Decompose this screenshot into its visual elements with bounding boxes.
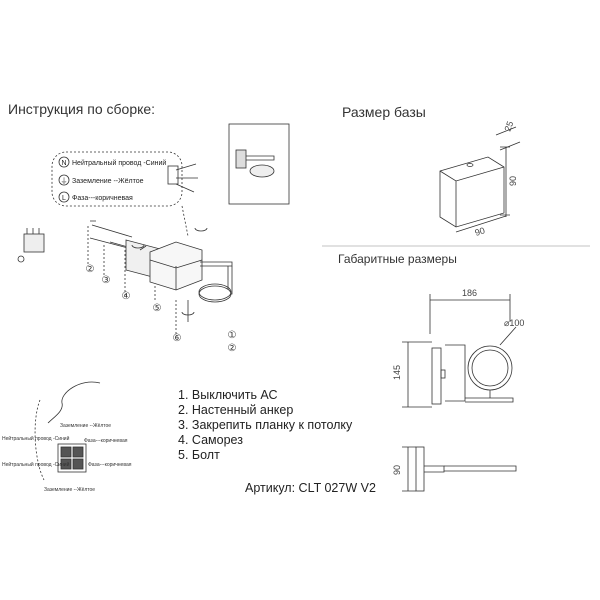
- callout-right-1: ①: [228, 330, 237, 341]
- front-arm: [445, 344, 466, 402]
- callout-leaders-mid: [154, 286, 177, 336]
- base-size-heading: Размер базы: [342, 104, 426, 120]
- screw-lines: [89, 220, 147, 253]
- rotate-arrow-1-head: [139, 245, 147, 251]
- wire-curve: [47, 381, 101, 424]
- dim-base-width: 90: [474, 225, 487, 238]
- base-box-edges: [439, 166, 505, 227]
- wire-dashed: [34, 399, 45, 481]
- phase-symbol: L: [62, 195, 66, 202]
- front-knob: [440, 369, 446, 379]
- neutral-symbol: N: [61, 160, 66, 167]
- front-bar: [465, 397, 514, 403]
- callout-4: ⑤: [153, 303, 162, 314]
- rotate-arrow-2: [194, 227, 208, 232]
- diameter-leader: [499, 326, 517, 346]
- base-hole: [466, 163, 474, 167]
- wiring-neutral-label: Нейтральный провод -Синий: [72, 159, 166, 167]
- bottom-ground2-label: Заземление --Жёлтое: [44, 487, 95, 493]
- callout-2: ③: [102, 275, 111, 286]
- terminal-icon: [23, 233, 45, 253]
- inset-frame: [228, 123, 290, 205]
- bottom-phase2-label: Фаза---коричневая: [88, 462, 132, 468]
- terminal-icon-circle: [17, 255, 25, 263]
- overall-dimensions-heading: Габаритные размеры: [338, 252, 457, 266]
- dim-145-line: [402, 341, 432, 408]
- callout-3: ④: [122, 291, 131, 302]
- dim-side-height: 90: [392, 465, 402, 475]
- connector-cell-3: [60, 458, 72, 470]
- bottom-neutral2-label: Нейтральный провод -Синий: [2, 461, 70, 468]
- step-5: 5. Болт: [178, 448, 220, 462]
- inset-base: [235, 149, 247, 169]
- dim-base-height: 90: [508, 176, 518, 186]
- side-arm: [424, 465, 445, 473]
- side-base: [415, 446, 425, 492]
- dim-shade-diameter: ⌀100: [504, 318, 524, 328]
- bottom-neutral-label: Нейтральный провод -Синий: [2, 435, 70, 442]
- front-shade-inner: [471, 349, 509, 387]
- callout-5: ⑥: [173, 333, 182, 344]
- rotate-arrow-3: [181, 300, 195, 322]
- dim-depth-lines: [495, 126, 521, 151]
- neutral-symbol-circle: [58, 156, 70, 168]
- steps-list: 1. Выключить АС 2. Настенный анкер 3. За…: [178, 388, 352, 463]
- bottom-ground-label: Заземление --Жёлтое: [60, 423, 111, 429]
- wiring-callout-box: [51, 151, 183, 207]
- lamp-shade: [198, 285, 232, 303]
- ground-symbol-circle: [58, 174, 70, 186]
- dim-186-ext: [429, 294, 511, 334]
- lamp-base-edges: [149, 259, 203, 290]
- side-shade: [444, 465, 517, 472]
- phase-symbol-circle: [58, 191, 70, 203]
- dim-height-lines: [500, 146, 510, 217]
- dim-overall-height: 145: [392, 365, 402, 380]
- callout-right-2: ②: [228, 343, 237, 354]
- lamp-shade-top: [198, 283, 232, 301]
- front-base: [431, 347, 442, 405]
- rotate-arrow-1: [131, 244, 145, 249]
- inset-arm: [246, 155, 275, 161]
- article-number: Артикул: CLT 027W V2: [245, 481, 376, 495]
- step-2: 2. Настенный анкер: [178, 403, 294, 417]
- wiring-phase-label: Фаза---коричневая: [72, 195, 133, 202]
- lamp-arm: [200, 261, 233, 267]
- callout-1: ②: [86, 264, 95, 275]
- dim-width-line: [455, 215, 507, 233]
- bubble-wires: [175, 163, 198, 193]
- connector-cell-1: [60, 446, 72, 458]
- wiring-ground-label: Заземление --Жёлтое: [72, 178, 144, 185]
- ground-symbol: ⏚: [61, 177, 68, 185]
- bottom-phase-label: Фаза---коричневая: [84, 438, 128, 444]
- dim-base-depth: 25: [502, 120, 515, 133]
- dim-overall-width: 186: [462, 288, 477, 298]
- bubble-leader: [181, 205, 189, 237]
- assembly-heading: Инструкция по сборке:: [8, 101, 156, 117]
- terminal-icon-pins: [26, 228, 40, 234]
- inset-shade: [249, 164, 275, 178]
- dim-side-90: [402, 446, 416, 492]
- base-box: [439, 156, 505, 228]
- connector-cell-2: [72, 446, 84, 458]
- callout-leaders-left: [87, 226, 126, 295]
- step-1: 1. Выключить АС: [178, 388, 278, 402]
- step-4: 4. Саморез: [178, 433, 243, 447]
- step-3: 3. Закрепить планку к потолку: [178, 418, 353, 432]
- connector-cell-4: [72, 458, 84, 470]
- connector-block: [57, 443, 87, 473]
- terminal-block: [167, 165, 179, 185]
- front-shade-outer: [467, 345, 513, 391]
